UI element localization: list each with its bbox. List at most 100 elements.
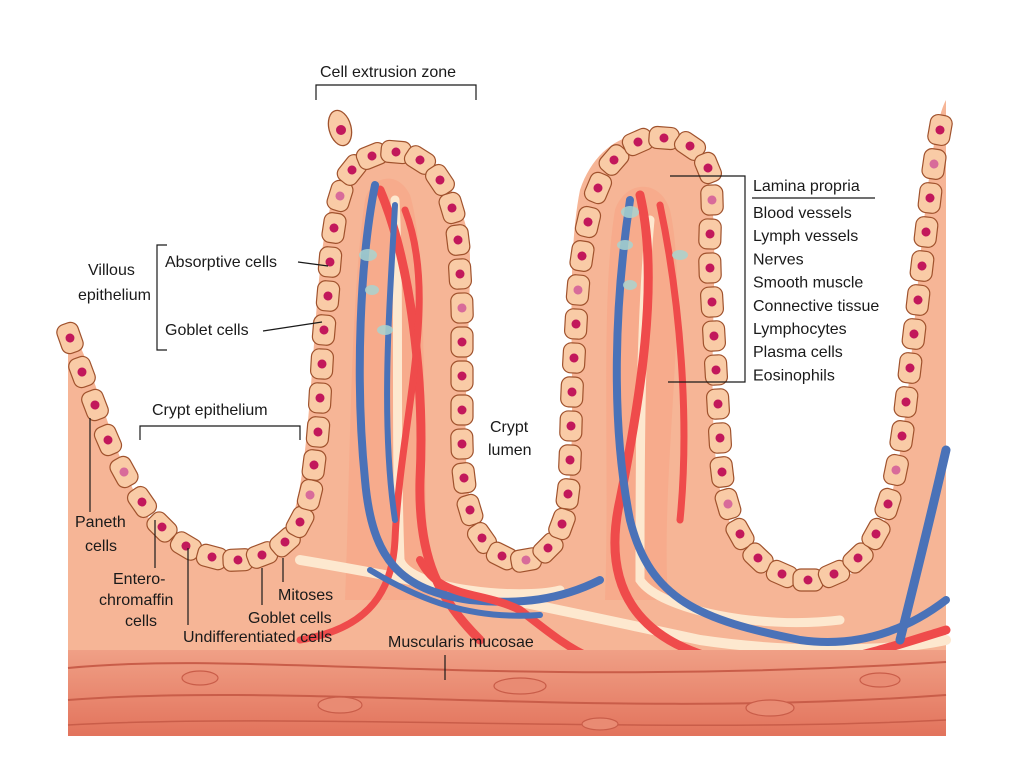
- bracket-villous: [156, 244, 167, 351]
- bracket-cell-extrusion: [315, 84, 477, 100]
- label-enterochromaffin: Entero-: [113, 571, 165, 588]
- epithelial-cell: [913, 216, 939, 248]
- lamina-item: Lymph vessels: [753, 228, 858, 245]
- epithelial-cell: [874, 487, 902, 521]
- epithelial-cell: [222, 548, 254, 572]
- label-crypt-lumen: Crypt: [490, 419, 529, 436]
- epithelial-cells: [56, 113, 953, 592]
- epithelial-cell: [705, 388, 731, 420]
- epithelial-cell: [861, 517, 891, 551]
- epithelial-cell: [93, 423, 123, 457]
- epithelial-cell: [560, 376, 584, 408]
- lamina-item: Lymphocytes: [753, 321, 847, 338]
- epithelial-cell: [561, 342, 587, 374]
- epithelial-cell: [901, 318, 927, 350]
- epithelial-cell: [921, 148, 947, 180]
- epithelial-cell: [450, 394, 474, 426]
- label-lamina-propria: Lamina propria: [753, 178, 860, 195]
- epithelial-cell: [699, 286, 725, 318]
- epithelial-cell: [583, 171, 613, 205]
- epithelial-cell: [714, 487, 742, 521]
- epithelial-cell: [703, 354, 729, 386]
- label-mitoses: Mitoses: [278, 587, 333, 604]
- epithelial-cell: [56, 321, 84, 355]
- muscularis-mucosae-layer: [67, 650, 947, 736]
- epithelial-cell: [109, 455, 139, 489]
- lamina-item: Blood vessels: [753, 205, 852, 222]
- epithelial-cell: [321, 212, 347, 244]
- epithelial-cell: [700, 184, 724, 216]
- extruded-cell: [327, 109, 353, 147]
- epithelial-cell: [569, 240, 595, 272]
- epithelial-cell: [559, 410, 583, 442]
- epithelial-cell: [558, 444, 582, 476]
- artery-villus-2b: [656, 201, 688, 524]
- epithelial-cell: [707, 422, 733, 454]
- epithelial-cell: [311, 314, 337, 346]
- epithelial-cell: [598, 144, 630, 176]
- epithelial-cell: [555, 478, 581, 510]
- epithelial-cell: [317, 246, 343, 278]
- lamina-item: Nerves: [753, 251, 804, 268]
- epithelial-cell: [315, 280, 341, 312]
- epithelial-cell: [927, 113, 953, 147]
- epithelial-cell: [889, 420, 915, 452]
- epithelial-cell: [245, 541, 279, 569]
- epithelial-cell: [326, 179, 354, 213]
- svg-text:lumen: lumen: [488, 442, 532, 459]
- epithelial-cell: [701, 320, 727, 352]
- bracket-crypt: [139, 425, 301, 440]
- epithelial-cell: [301, 449, 327, 481]
- label-villous-epithelium-2: epithelium: [78, 287, 151, 304]
- label-cell-extrusion-zone: Cell extrusion zone: [320, 64, 456, 81]
- artery-villus-1b: [296, 206, 423, 644]
- epithelial-cell: [450, 292, 474, 324]
- vein-villus-1: [355, 181, 604, 606]
- epithelial-cell: [698, 252, 722, 284]
- epithelial-cell: [883, 453, 909, 487]
- vein-villus-2: [612, 196, 950, 646]
- lamina-item: Smooth muscle: [753, 275, 863, 292]
- epithelial-cell: [447, 258, 473, 290]
- bracket-lamina-propria: [668, 175, 746, 383]
- label-villous-epithelium: Villous: [88, 262, 135, 279]
- epithelial-cell: [403, 145, 437, 175]
- vein-villus-3: [895, 445, 951, 645]
- svg-text:chromaffin: chromaffin: [99, 592, 173, 609]
- label-paneth-cells: Paneth: [75, 514, 126, 531]
- epithelial-cell: [893, 386, 919, 418]
- epithelial-cell: [673, 130, 707, 162]
- lamina-item: Plasma cells: [753, 344, 843, 361]
- epithelial-cell: [445, 224, 471, 256]
- lamina-item: Eosinophils: [753, 367, 835, 384]
- epithelial-cell: [68, 355, 96, 389]
- epithelial-cell: [438, 191, 466, 225]
- label-goblet-cells-crypt: Goblet cells: [248, 610, 332, 627]
- epithelial-cell: [574, 205, 602, 239]
- epithelial-cell: [909, 250, 935, 282]
- epithelial-cell: [307, 382, 333, 414]
- epithelial-cell: [305, 416, 331, 448]
- epithelial-cell: [450, 326, 474, 358]
- epithelial-cell: [309, 348, 335, 380]
- epithelial-cell: [450, 428, 474, 460]
- epithelial-cell: [450, 360, 474, 392]
- vein-villus-1b: [384, 202, 398, 523]
- svg-text:cells: cells: [125, 613, 157, 630]
- epithelial-cell: [905, 284, 931, 316]
- epithelial-cell: [917, 182, 943, 214]
- label-goblet-cells-villus: Goblet cells: [165, 322, 249, 339]
- label-absorptive-cells: Absorptive cells: [165, 254, 277, 271]
- epithelial-cell: [548, 507, 576, 541]
- labels: Cell extrusion zone Villous epithelium A…: [75, 64, 879, 680]
- vein-crypt-loop: [367, 567, 543, 619]
- epithelial-cell: [81, 388, 109, 422]
- epithelial-cell: [451, 462, 477, 494]
- label-crypt-epithelium: Crypt epithelium: [152, 402, 268, 419]
- epithelial-cell: [565, 274, 591, 306]
- epithelial-cell: [425, 163, 455, 197]
- epithelial-cell: [563, 308, 589, 340]
- epithelial-cell: [336, 154, 368, 186]
